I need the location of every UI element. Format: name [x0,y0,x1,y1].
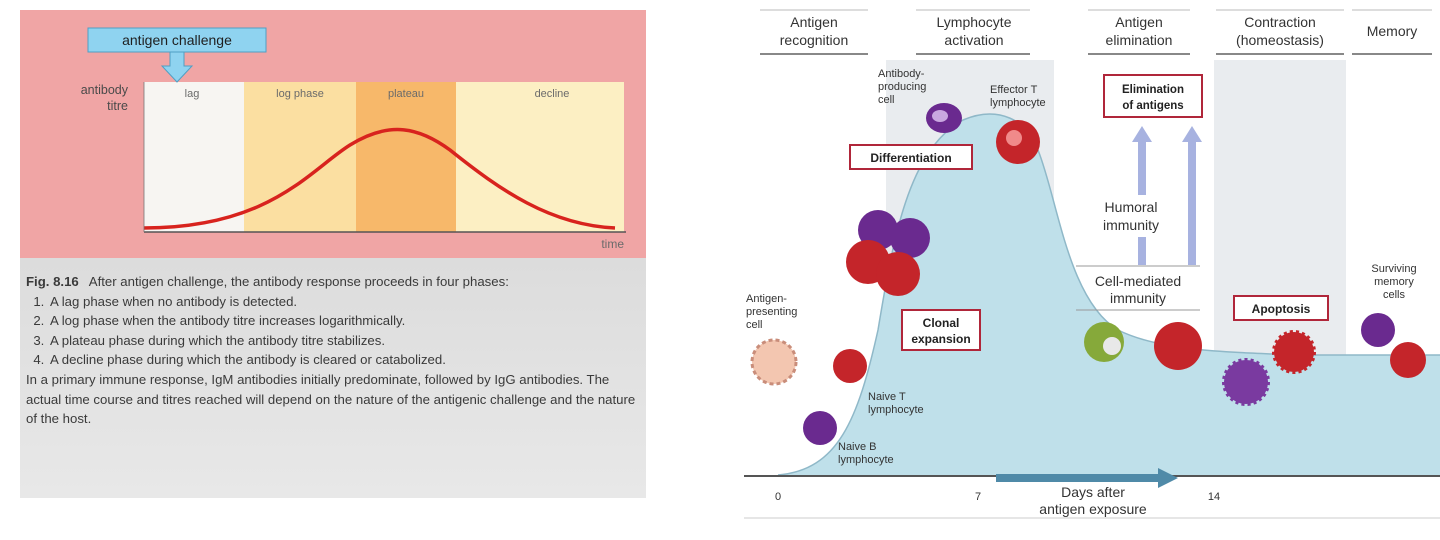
response-curve-line [777,113,1440,476]
header-memory-line1: Memory [1367,23,1418,39]
humoral-label-bg [1094,195,1168,237]
y-axis-label-line1: antibody [81,83,129,97]
phase-list: A lag phase when no antibody is detected… [26,292,636,370]
cell-mediated-line2: immunity [1110,290,1166,306]
clonal-expansion-line1: Clonal [923,316,960,330]
apoptotic-t-cell-icon [1272,330,1316,374]
phase-list-item-lag: A lag phase when no antibody is detected… [48,292,636,312]
apc-label-line2: presenting [746,306,797,318]
time-arrow-icon [996,468,1178,488]
caption-intro-line: Fig. 8.16 After antigen challenge, the an… [26,272,636,292]
header-elimination-line1: Antigen [1115,14,1162,30]
humoral-line1: Humoral [1105,199,1158,215]
phase-header-memory: Memory [1352,9,1432,55]
effector-t-cell-nucleus [1006,130,1022,146]
naive-b-cell-icon [803,411,837,445]
log-phase-band [244,82,356,232]
differentiation-box [849,144,973,170]
phase-list-item-decline: A decline phase during which the antibod… [48,350,636,370]
clonal-expansion-line2: expansion [911,332,970,346]
expanding-b-cell-2-icon [890,218,930,258]
naive-b-label-line1: Naive B [838,441,877,453]
immune-response-diagram: Antigen recognition Lymphocyte activatio… [744,9,1440,519]
phase-header-activation: Lymphocyte activation [916,9,1030,55]
elimination-line1: Elimination [1122,84,1184,96]
antibody-producing-label-line1: Antibody- [878,68,925,80]
lag-band [144,82,244,232]
naive-t-cell-icon [833,349,867,383]
tick-day-7: 7 [975,491,981,503]
header-recognition-line2: recognition [780,32,849,48]
differentiation-label: Differentiation [870,151,951,165]
memory-label-line1: Surviving [1371,263,1416,275]
apc-label-line3: cell [746,319,763,331]
phase-lag-label: lag [185,88,200,100]
naive-b-label-line2: lymphocyte [838,454,894,466]
expanding-t-cell-2-icon [876,252,920,296]
effector-t-label-line1: Effector T [990,84,1038,96]
header-contraction-line2: (homeostasis) [1236,32,1324,48]
elimination-line2: of antigens [1122,100,1183,112]
tick-day-14: 14 [1208,491,1220,503]
cell-mediated-arrow-icon [1182,126,1202,265]
effector-t-cell-killing-icon [1154,322,1202,370]
y-axis-label-line2: titre [107,99,128,113]
memory-label-line3: cells [1383,289,1406,301]
header-recognition-line1: Antigen [790,14,837,30]
caption-text: Fig. 8.16 After antigen challenge, the an… [26,272,636,429]
x-axis-label-line1: Days after [1061,484,1125,500]
humoral-line2: immunity [1103,217,1159,233]
header-elimination-line2: elimination [1106,32,1173,48]
header-activation-line1: Lymphocyte [937,14,1012,30]
antibody-response-figure: lag log phase plateau decline antibody t… [20,10,646,498]
phase-header-contraction: Contraction (homeostasis) [1216,9,1344,55]
tick-day-0: 0 [775,491,781,503]
apoptosis-box [1233,295,1329,321]
header-contraction-line1: Contraction [1244,14,1316,30]
antibody-producing-label-line2: producing [878,81,926,93]
phase-plateau-label: plateau [388,88,424,100]
memory-label-line2: memory [1374,276,1414,288]
naive-t-label-line2: lymphocyte [868,404,924,416]
antigen-challenge-label: antigen challenge [122,32,232,48]
plateau-band [356,82,456,232]
phase-list-item-plateau: A plateau phase during which the antibod… [48,331,636,351]
effector-t-label-line2: lymphocyte [990,97,1046,109]
x-axis-label-line2: antigen exposure [1039,501,1147,517]
apoptosis-label: Apoptosis [1252,302,1311,316]
phase-header-recognition: Antigen recognition [760,9,868,55]
phase-log-label: log phase [276,88,324,100]
cell-mediated-line1: Cell-mediated [1095,273,1181,289]
phase-list-item-log: A log phase when the antibody titre incr… [48,311,636,331]
antibody-producing-cell-nucleus [932,110,948,122]
naive-t-label-line1: Naive T [868,391,906,403]
response-curve-area [778,114,1440,476]
figure-number: Fig. 8.16 [26,274,79,289]
infected-cell-antigen [1103,337,1121,355]
header-activation-line2: activation [944,32,1003,48]
down-arrow-icon [160,51,194,83]
elimination-box [1103,74,1203,118]
caption-closing: In a primary immune response, IgM antibo… [26,371,636,427]
phase-header-elimination: Antigen elimination [1088,9,1190,55]
decline-band [456,82,624,232]
memory-b-cell-icon [1361,313,1395,347]
antigen-challenge-callout [87,27,267,53]
phase-decline-label: decline [535,88,570,100]
clonal-expansion-box [901,309,981,351]
figure-caption: Fig. 8.16 After antigen challenge, the an… [20,258,646,498]
apoptotic-b-cell-icon [1222,358,1270,406]
caption-intro: After antigen challenge, the antibody re… [88,274,509,289]
antibody-titre-curve [143,127,616,230]
memory-t-cell-icon [1390,342,1426,378]
antigen-presenting-cell-icon [750,338,798,386]
antibody-phase-graph: lag log phase plateau decline antibody t… [20,10,646,260]
antibody-producing-label-line3: cell [878,94,895,106]
apc-label-line1: Antigen- [746,293,787,305]
x-axis-label: time [601,237,624,251]
immune-response-phases-figure: Antigen recognition Lymphocyte activatio… [738,0,1440,535]
